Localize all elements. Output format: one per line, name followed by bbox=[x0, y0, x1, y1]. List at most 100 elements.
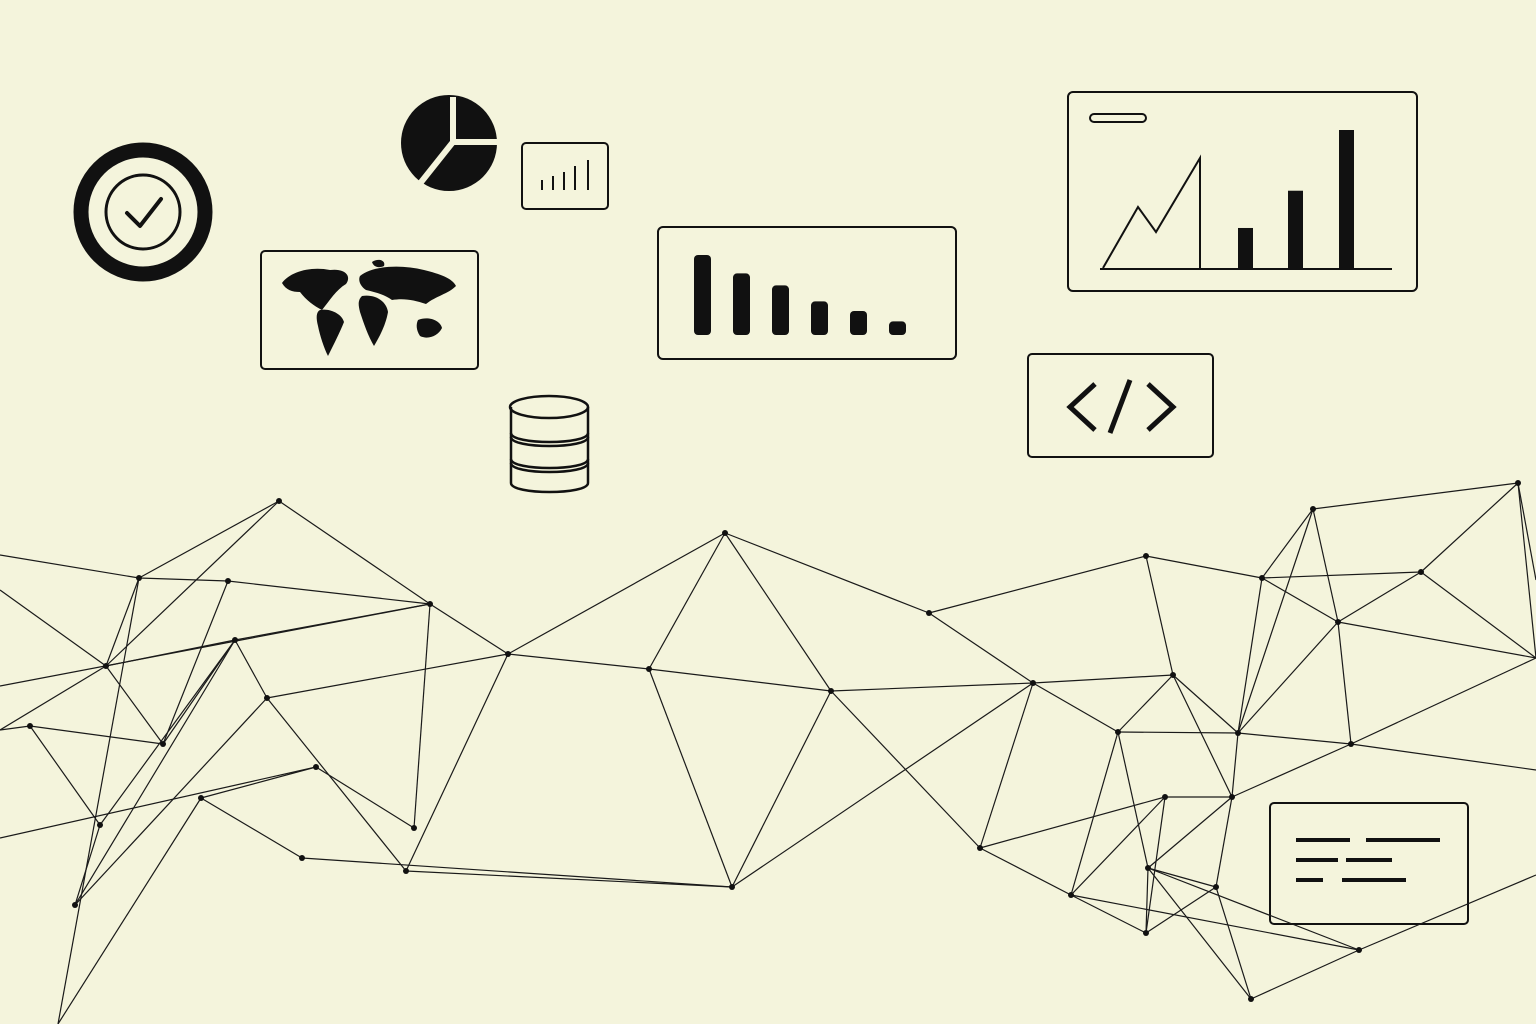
mesh-edge bbox=[1145, 867, 1149, 934]
mesh-edge bbox=[979, 682, 1034, 849]
mesh-edge bbox=[57, 577, 140, 1024]
mesh-edge bbox=[1147, 867, 1217, 888]
mesh-edge bbox=[105, 639, 236, 667]
mesh-node bbox=[299, 855, 305, 861]
mesh-node bbox=[722, 530, 728, 536]
mesh-edge bbox=[266, 653, 509, 699]
mesh-node bbox=[313, 764, 319, 770]
mesh-node bbox=[1115, 729, 1121, 735]
mesh-node bbox=[1248, 996, 1254, 1002]
mesh-edge bbox=[1145, 886, 1217, 934]
mesh-node bbox=[27, 723, 33, 729]
mesh-edge bbox=[830, 690, 981, 849]
mesh-edge bbox=[1337, 621, 1352, 745]
mesh-edge bbox=[105, 577, 140, 667]
mesh-node bbox=[729, 884, 735, 890]
small-bar-chart-icon bbox=[521, 142, 609, 210]
mesh-node bbox=[646, 666, 652, 672]
mesh-node bbox=[977, 845, 983, 851]
world-map-icon bbox=[260, 250, 479, 370]
mesh-edge bbox=[1261, 571, 1422, 579]
mesh-edge bbox=[1147, 867, 1360, 951]
mesh-edge bbox=[1350, 657, 1536, 745]
bar bbox=[1238, 227, 1253, 268]
mesh-node bbox=[1143, 930, 1149, 936]
mesh-edge bbox=[278, 500, 431, 605]
mesh-edge bbox=[830, 682, 1034, 692]
mesh-edge bbox=[413, 603, 431, 829]
mesh-node bbox=[1162, 794, 1168, 800]
mesh-node bbox=[427, 601, 433, 607]
mesh-edge bbox=[1237, 732, 1352, 745]
mesh-edge bbox=[57, 797, 202, 1024]
bar bbox=[733, 273, 750, 335]
mesh-edge bbox=[1337, 621, 1536, 659]
mesh-edge bbox=[74, 697, 268, 906]
mesh-node bbox=[505, 651, 511, 657]
mesh-node bbox=[403, 868, 409, 874]
mesh-edge bbox=[724, 532, 832, 692]
mesh-edge bbox=[162, 580, 229, 745]
mesh-edge bbox=[1070, 731, 1119, 896]
mesh-node bbox=[1229, 794, 1235, 800]
mesh-node bbox=[232, 637, 238, 643]
mesh-edge bbox=[74, 824, 101, 906]
mesh-edge bbox=[979, 847, 1072, 896]
mesh-edge bbox=[1337, 571, 1422, 623]
mesh-node bbox=[1170, 672, 1176, 678]
database-icon bbox=[508, 394, 590, 494]
mesh-edge bbox=[1172, 674, 1233, 798]
mesh-edge bbox=[1250, 949, 1360, 1000]
mesh-edge bbox=[266, 697, 407, 872]
mesh-edge bbox=[1117, 731, 1149, 869]
mesh-edge bbox=[200, 766, 317, 799]
mesh-edge bbox=[1070, 796, 1166, 896]
mesh-node bbox=[1143, 553, 1149, 559]
network-mesh bbox=[0, 480, 1536, 1024]
mesh-edge bbox=[1117, 731, 1239, 734]
mesh-edge bbox=[648, 668, 832, 692]
mesh-edge bbox=[1032, 682, 1119, 733]
mesh-edge bbox=[507, 532, 726, 655]
mesh-node bbox=[1030, 680, 1036, 686]
mesh-node bbox=[103, 663, 109, 669]
mesh-edge bbox=[1215, 886, 1252, 1000]
mesh-node bbox=[160, 741, 166, 747]
mesh-edge bbox=[1420, 571, 1536, 659]
mesh-edge bbox=[1517, 482, 1536, 659]
mesh-edge bbox=[74, 639, 236, 906]
mesh-edge bbox=[1312, 482, 1519, 510]
mesh-edge bbox=[234, 603, 431, 641]
mesh-edge bbox=[29, 725, 164, 745]
mesh-edge bbox=[315, 766, 415, 829]
mesh-edge bbox=[1312, 508, 1339, 623]
mesh-edge bbox=[1231, 732, 1239, 798]
mesh-edge bbox=[301, 857, 733, 888]
mesh-edge bbox=[0, 766, 317, 839]
mesh-edge bbox=[1231, 743, 1352, 798]
mesh-edge bbox=[405, 653, 509, 872]
mesh-edge bbox=[1172, 674, 1239, 734]
mesh-node bbox=[1235, 730, 1241, 736]
mesh-edge bbox=[0, 725, 31, 731]
mesh-edge bbox=[200, 797, 303, 859]
bar bbox=[772, 285, 789, 335]
mesh-node bbox=[1356, 947, 1362, 953]
mesh-node bbox=[136, 575, 142, 581]
mesh-edge bbox=[105, 665, 164, 745]
mesh-edge bbox=[99, 639, 236, 826]
mesh-edge bbox=[724, 532, 930, 614]
mesh-edge bbox=[648, 668, 733, 888]
mesh-node bbox=[198, 795, 204, 801]
mesh-edge bbox=[1420, 482, 1519, 573]
mesh-edge bbox=[979, 796, 1166, 849]
check-circle-icon bbox=[73, 142, 213, 282]
mesh-edge bbox=[1145, 555, 1174, 676]
mesh-edge bbox=[1117, 674, 1174, 733]
mesh-edge bbox=[1070, 894, 1147, 934]
mesh-edge bbox=[1261, 577, 1339, 623]
mesh-edge bbox=[429, 603, 509, 655]
mesh-edge bbox=[1237, 508, 1314, 734]
bar bbox=[1288, 190, 1303, 268]
